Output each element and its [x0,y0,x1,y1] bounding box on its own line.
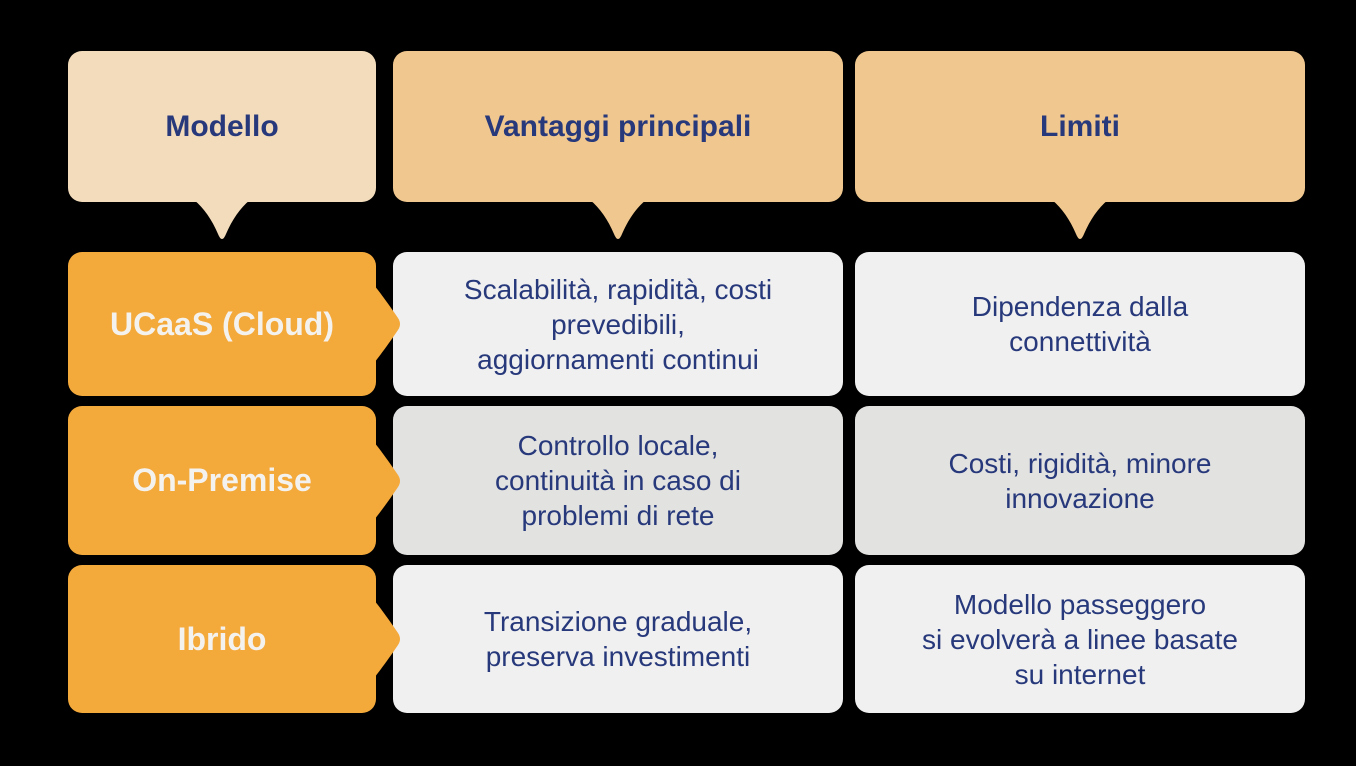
header-limiti: Limiti [855,51,1305,239]
cell-ucaas-advantages: Scalabilità, rapidità, costi prevedibili… [393,252,843,396]
model-label-ibrido: Ibrido [68,565,400,713]
model-label-ucaas-text: UCaaS (Cloud) [110,305,334,342]
cell-text: Transizione graduale, preserva investime… [483,606,753,672]
cell-onpremise-advantages: Controllo locale, continuità in caso di … [393,406,843,555]
header-limiti-label: Limiti [1040,109,1120,143]
header-vantaggi-label: Vantaggi principali [484,109,752,143]
header-modello-label: Modello [165,109,279,143]
cell-ibrido-advantages: Transizione graduale, preserva investime… [393,565,843,713]
cell-text: Costi, rigidità, minore innovazione [948,447,1212,514]
pointer-right-icon [374,600,402,678]
cell-text: Scalabilità, rapidità, costi prevedibili… [463,273,773,375]
cell-onpremise-limits: Costi, rigidità, minore innovazione [855,406,1305,555]
pointer-right-icon [374,441,402,520]
model-label-ucaas: UCaaS (Cloud) [68,252,400,396]
pointer-right-icon [374,285,402,363]
pointer-down-icon [1052,200,1108,242]
header-modello: Modello [68,51,376,239]
cell-text: Modello passeggero si evolverà a linee b… [922,588,1238,690]
cell-ibrido-limits: Modello passeggero si evolverà a linee b… [855,565,1305,713]
model-label-ibrido-text: Ibrido [177,620,267,657]
pointer-down-icon [590,200,646,242]
model-label-onpremise-text: On-Premise [132,462,312,498]
cell-text: Controllo locale, continuità in caso di … [495,430,741,531]
pointer-down-icon [194,200,250,242]
cell-text: Dipendenza dalla connettività [971,291,1189,357]
header-vantaggi: Vantaggi principali [393,51,843,239]
cell-ucaas-limits: Dipendenza dalla connettività [855,252,1305,396]
model-label-onpremise: On-Premise [68,406,400,555]
